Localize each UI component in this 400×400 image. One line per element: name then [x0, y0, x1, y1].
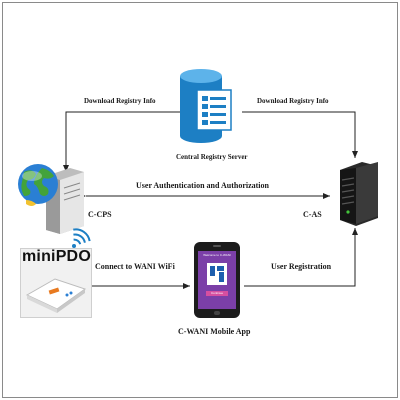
user-registration-arrow	[244, 228, 358, 287]
smartphone-icon: Welcome to C-WANI Continue	[194, 242, 240, 318]
phone-app-logo	[207, 263, 227, 285]
connect-wifi-label: Connect to WANI WiFi	[95, 262, 175, 271]
download-right-label: Download Registry Info	[257, 97, 329, 105]
phone-screen: Welcome to C-WANI Continue	[198, 251, 236, 309]
ccps-label: C-CPS	[88, 210, 112, 219]
minipdo-label: miniPDO	[22, 248, 91, 265]
phone-continue-button[interactable]: Continue	[206, 291, 228, 296]
phone-screen-header: Welcome to C-WANI	[203, 253, 231, 257]
download-left-arrow	[63, 111, 180, 172]
user-auth-label: User Authentication and Authorization	[136, 181, 269, 190]
download-left-label: Download Registry Info	[84, 97, 156, 105]
mobile-app-label: C-WANI Mobile App	[178, 327, 251, 336]
download-right-arrow	[242, 111, 358, 158]
central-registry-label: Central Registry Server	[176, 153, 248, 161]
router-device-icon	[20, 248, 92, 318]
user-registration-label: User Registration	[271, 262, 332, 271]
cas-label: C-AS	[303, 210, 322, 219]
